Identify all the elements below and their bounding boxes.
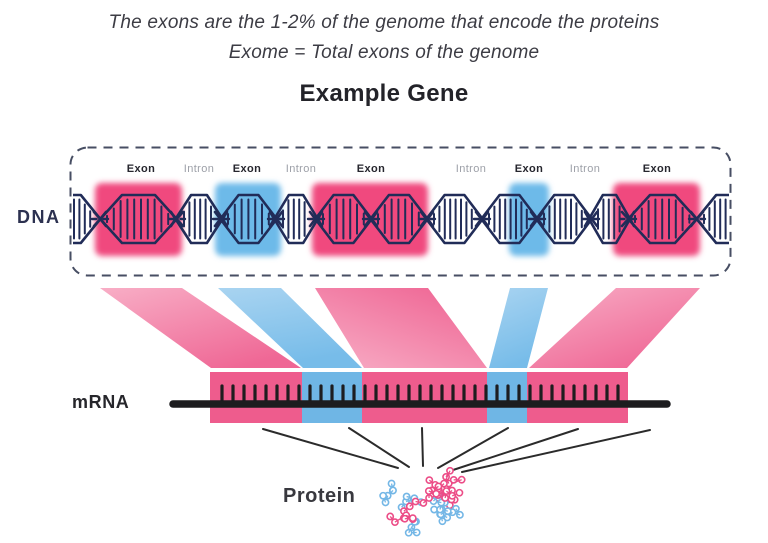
- track-label-exon-3: Exon: [356, 163, 386, 175]
- subtitle-line-1: The exons are the 1-2% of the genome tha…: [108, 12, 660, 33]
- mrna-ribosome-teeth: [220, 384, 620, 405]
- track-label-exon-4: Exon: [514, 163, 544, 175]
- mrna-bar: [210, 372, 628, 423]
- protein-cluster: [379, 466, 466, 537]
- mrna-label: mRNA: [72, 392, 130, 412]
- splice-band-exon-3: [315, 288, 487, 368]
- track-label-intron-3: Intron: [455, 163, 487, 175]
- splice-band-exon-5: [529, 288, 700, 368]
- splice-band-exon-1: [100, 288, 301, 368]
- track-label-exon-5: Exon: [642, 163, 672, 175]
- dna-label: DNA: [17, 207, 61, 227]
- splicing-trapezoids: [100, 288, 700, 368]
- gene-dashed-box: [69, 146, 732, 277]
- splice-band-exon-2: [218, 288, 362, 368]
- track-label-intron-1: Intron: [183, 163, 215, 175]
- protein-label: Protein: [283, 485, 356, 507]
- track-label-intron-4: Intron: [569, 163, 601, 175]
- subtitle-line-2: Exome = Total exons of the genome: [228, 42, 540, 63]
- translation-lines: [262, 427, 651, 473]
- splice-band-exon-4: [489, 288, 548, 368]
- track-label-intron-2: Intron: [285, 163, 317, 175]
- track-label-exon-2: Exon: [232, 163, 262, 175]
- dna-helix: [73, 193, 729, 245]
- track-label-exon-1: Exon: [126, 163, 156, 175]
- page-title: Example Gene: [299, 80, 469, 107]
